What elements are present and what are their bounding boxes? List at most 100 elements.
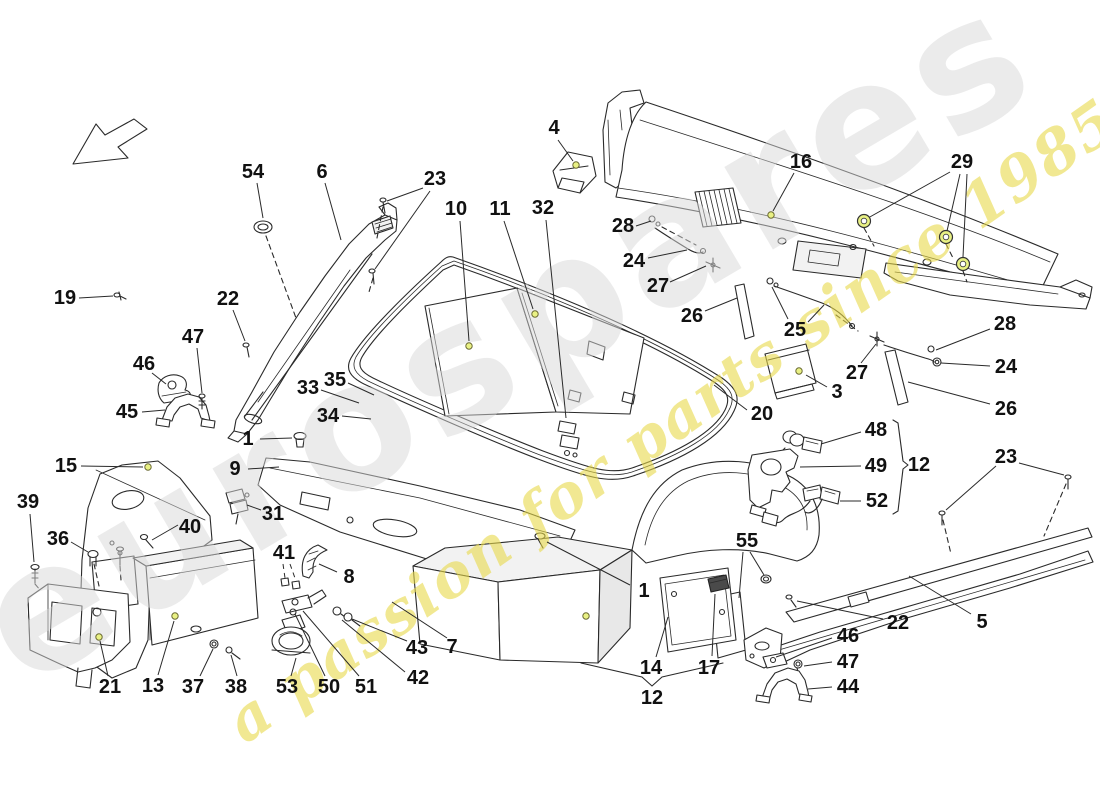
leader-15-0 <box>80 465 144 468</box>
callout-47-right: 47 <box>837 651 859 673</box>
leader-22-right-0 <box>796 600 884 620</box>
leader-54-0 <box>256 182 264 219</box>
leader-31-0 <box>246 504 262 511</box>
callout-3: 3 <box>831 381 842 403</box>
callout-leader-lines <box>29 139 1065 690</box>
callout-6: 6 <box>316 161 327 183</box>
callout-39: 39 <box>17 491 39 513</box>
part-13-panel <box>132 539 259 646</box>
callout-46-right: 46 <box>837 625 859 647</box>
callout-43: 43 <box>406 637 428 659</box>
reference-dot-7 <box>95 633 103 641</box>
leader-47-right-0 <box>803 661 833 667</box>
leader-51-0 <box>302 610 360 677</box>
leader-21-0 <box>99 640 109 677</box>
leader-10-0 <box>459 220 470 342</box>
bracket-12-center <box>580 662 724 687</box>
leader-33-0 <box>320 389 360 404</box>
leader-28-left-0 <box>635 220 652 227</box>
callout-1-left: 1 <box>242 428 253 450</box>
callout-26-right: 26 <box>995 398 1017 420</box>
leader-16-0 <box>772 172 795 212</box>
leader-35-0 <box>347 382 375 396</box>
leader-50-0 <box>294 613 326 677</box>
leader-13-0 <box>157 620 175 676</box>
leader-24-right-0 <box>940 362 991 367</box>
part-16-cowl-assembly <box>602 89 1093 310</box>
part-5-sill-assembly <box>743 474 1094 704</box>
washer-hose-right <box>766 277 942 406</box>
leader-42-0 <box>341 619 406 673</box>
callout-53: 53 <box>276 676 298 698</box>
leader-44-0 <box>807 686 833 690</box>
leader-29-2 <box>962 173 968 258</box>
callout-17: 17 <box>698 657 720 679</box>
leader-6-0 <box>324 182 342 241</box>
callout-7: 7 <box>446 636 457 658</box>
callout-44: 44 <box>837 676 860 698</box>
leader-4-0 <box>557 139 574 162</box>
callout-1-center: 1 <box>638 580 649 602</box>
callout-13: 13 <box>142 675 164 697</box>
leader-55-1 <box>738 551 744 599</box>
callout-16: 16 <box>790 151 812 173</box>
callout-42: 42 <box>407 667 429 689</box>
callout-21: 21 <box>99 676 121 698</box>
leader-5-0 <box>908 575 972 615</box>
leader-23-right-1 <box>945 465 997 511</box>
callout-32: 32 <box>532 197 554 219</box>
fastener-nut-core-1 <box>942 233 950 241</box>
callout-28-left: 28 <box>612 215 634 237</box>
part-20-seal <box>347 256 738 480</box>
callout-24-left: 24 <box>623 250 646 272</box>
bracket-12-right <box>892 419 909 515</box>
leader-53-0 <box>290 657 297 677</box>
leader-24-left-0 <box>647 249 688 259</box>
leader-23-right-0 <box>1018 462 1065 476</box>
callout-35: 35 <box>324 369 346 391</box>
leader-25-1 <box>807 304 825 323</box>
leader-3-0 <box>805 374 828 388</box>
leader-11-0 <box>503 220 534 310</box>
leader-23-top-0 <box>386 187 424 202</box>
leader-55-0 <box>749 551 765 576</box>
leader-47-left-0 <box>196 347 203 394</box>
leader-32-0 <box>545 219 567 419</box>
part-4-bracket <box>552 151 597 194</box>
callout-9: 9 <box>229 458 240 480</box>
callout-50: 50 <box>318 676 340 698</box>
callout-15: 15 <box>55 455 77 477</box>
reference-dots <box>95 161 971 641</box>
leader-49-0 <box>799 465 862 468</box>
callout-27-right: 27 <box>846 362 868 384</box>
exploded-parts-drawing <box>27 89 1094 704</box>
part-31-sensor <box>225 488 250 525</box>
leader-17-0 <box>711 593 716 657</box>
callout-40: 40 <box>179 516 201 538</box>
leader-1-left-0 <box>259 437 293 440</box>
callout-51: 51 <box>355 676 377 698</box>
leader-45-0 <box>141 409 166 413</box>
part-53-horn-group <box>209 544 361 660</box>
leader-19-0 <box>78 295 114 299</box>
part-6-pillar-trim <box>227 202 398 443</box>
callout-8: 8 <box>343 566 354 588</box>
reference-dot-5 <box>144 463 152 471</box>
leader-8-0 <box>318 563 338 573</box>
callout-37: 37 <box>182 676 204 698</box>
leader-27-left-0 <box>669 265 707 283</box>
callout-29: 29 <box>951 151 973 173</box>
leader-26-left-0 <box>704 297 738 312</box>
callout-28-right: 28 <box>994 313 1016 335</box>
parts-45-46-47-brackets <box>155 374 216 429</box>
callout-12-center: 12 <box>641 687 663 709</box>
callout-38: 38 <box>225 676 247 698</box>
parts-10-11-liner-panels <box>424 287 645 458</box>
leader-22-left-0 <box>232 309 246 342</box>
leader-25-0 <box>771 286 789 320</box>
callout-23-right: 23 <box>995 446 1017 468</box>
callout-41: 41 <box>273 542 295 564</box>
fastener-nut-core-2 <box>959 260 967 268</box>
callout-22-left: 22 <box>217 288 239 310</box>
